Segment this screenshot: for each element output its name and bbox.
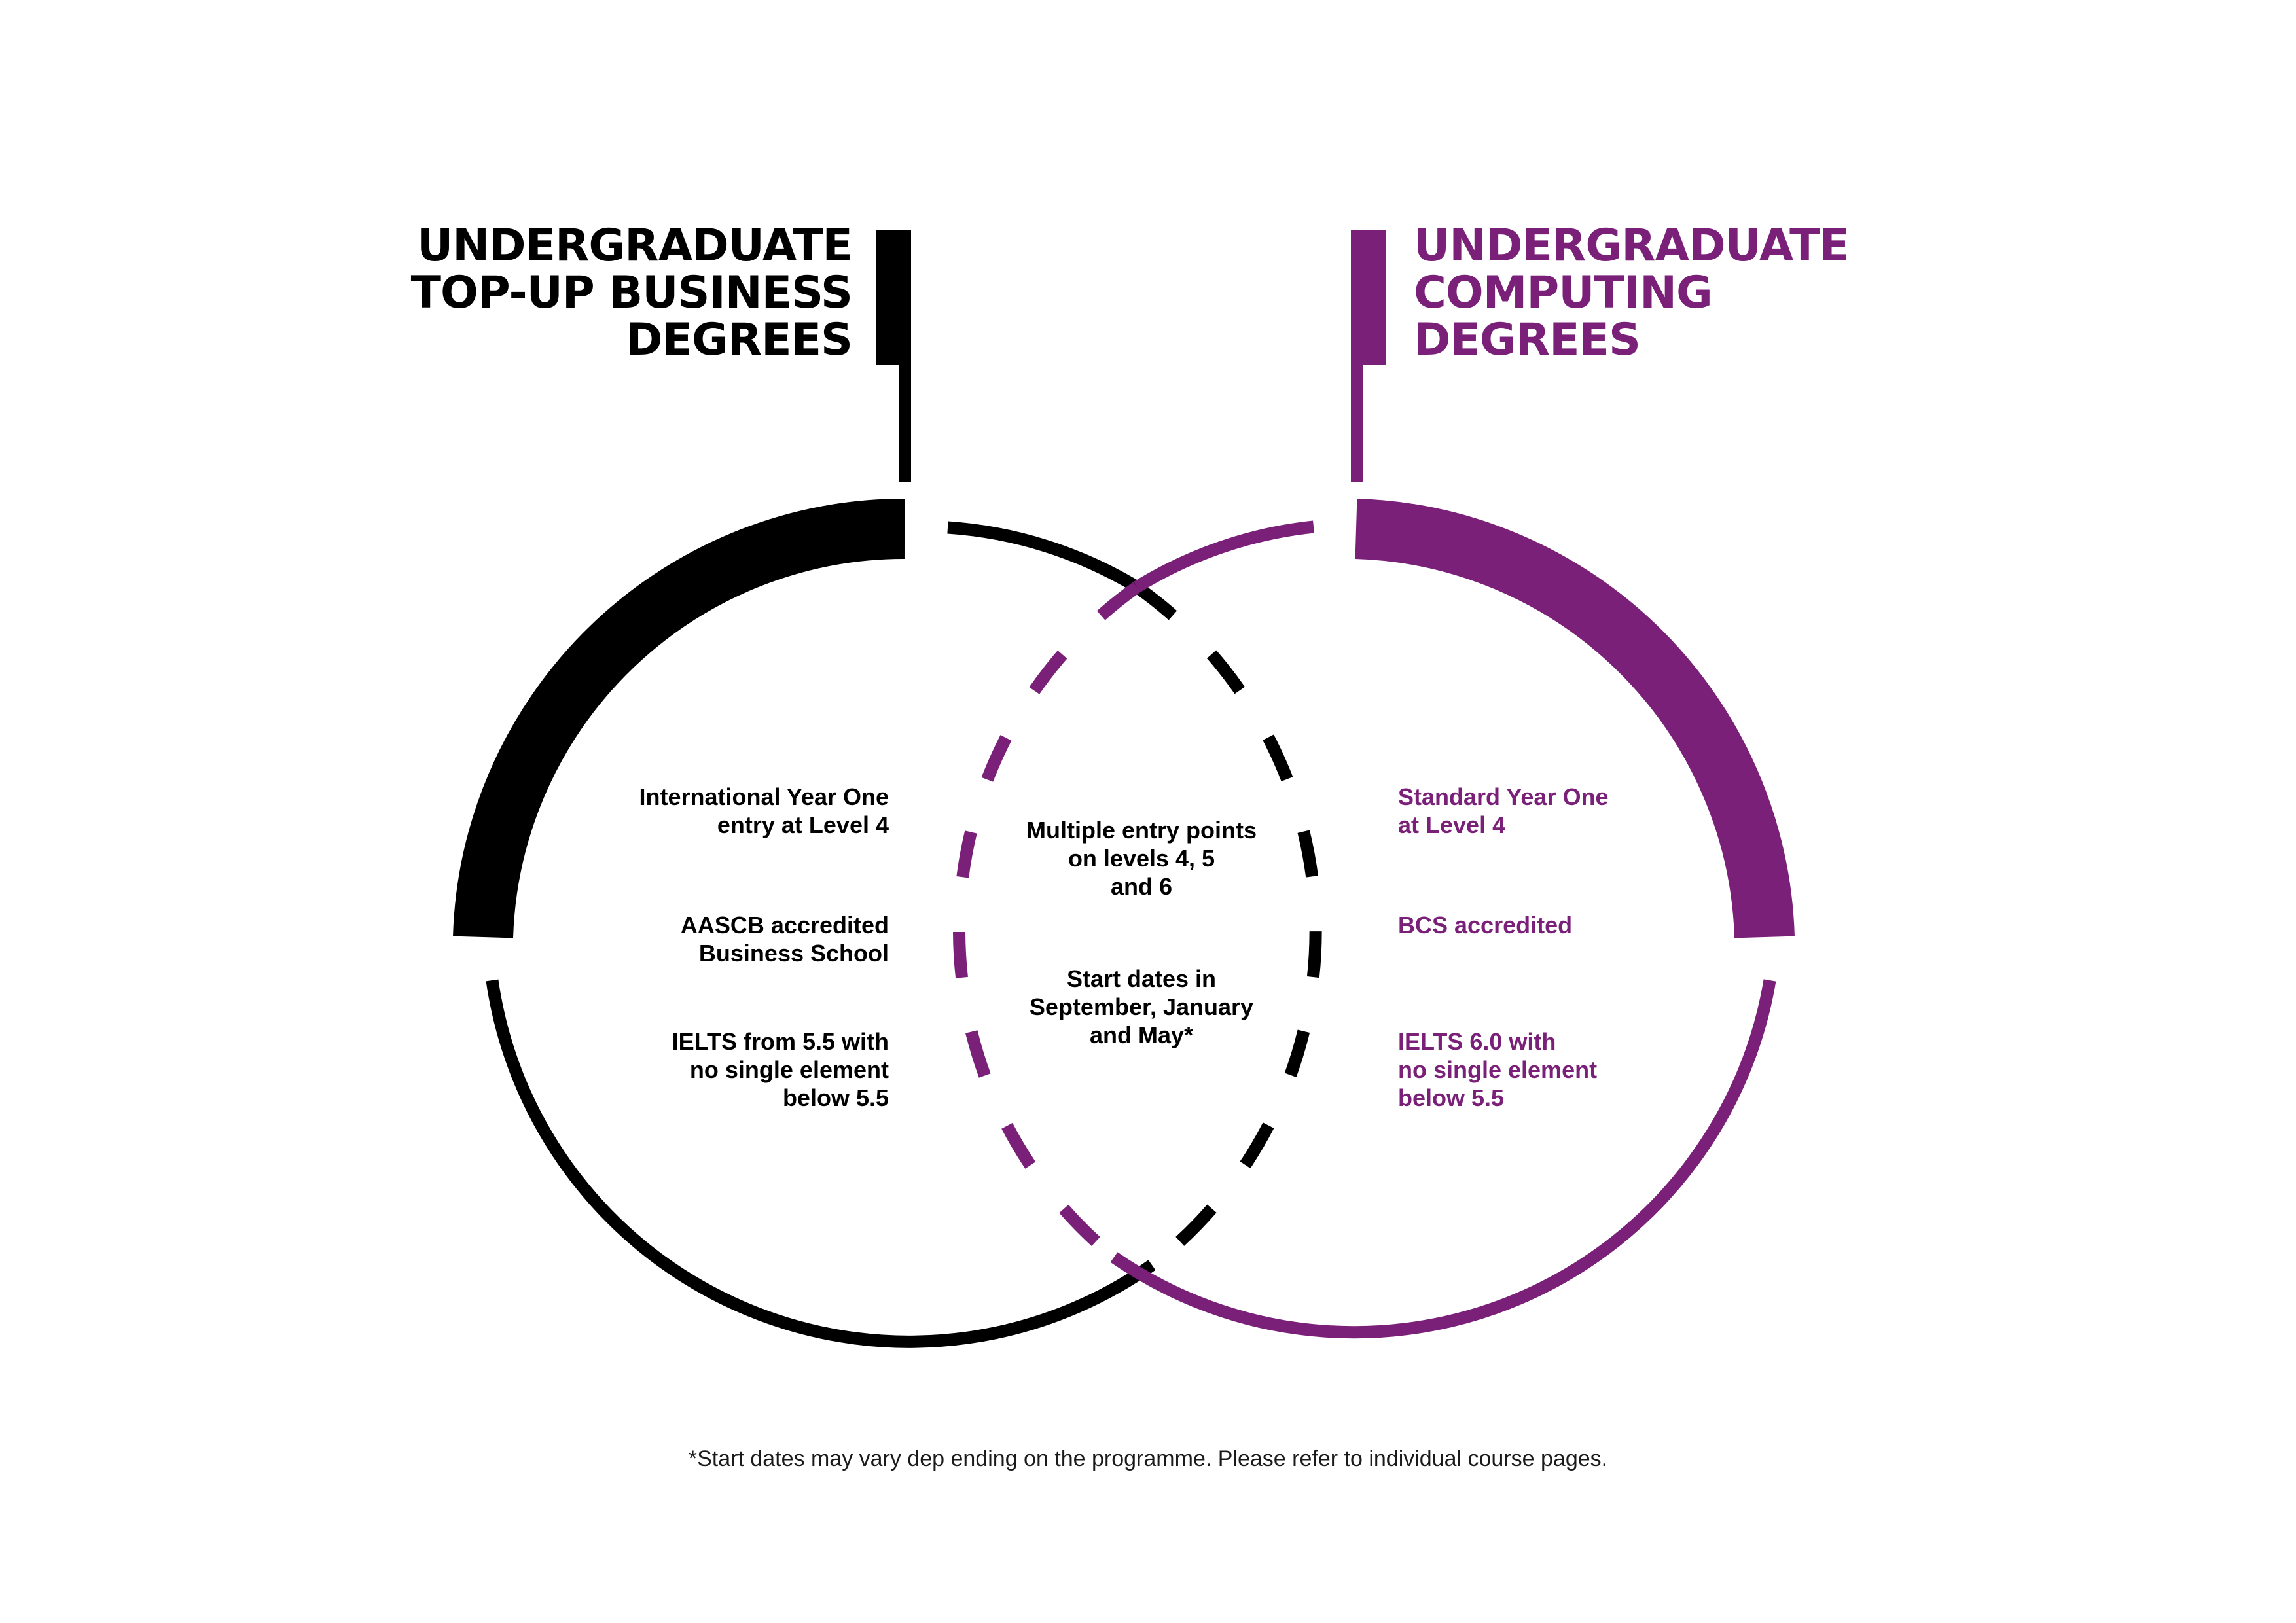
feature-line: on levels 4, 5 [1067,845,1215,872]
business-circle-bottom-arc [486,979,1156,1348]
computing-circle-bottom-arc [1110,979,1776,1339]
feature-line: no single element [1398,1056,1598,1083]
feature-line: entry at Level 4 [717,812,889,838]
start-dates-footnote: *Start dates may vary dep ending on the … [688,1446,1608,1471]
title-line: DEGREES [626,314,853,366]
computing-feature-accreditation: BCS accredited [1398,911,1572,939]
business-degrees-title: UNDERGRADUATE TOP-UP BUSINESS DEGREES [410,220,853,366]
computing-circle-dashed-arc [953,582,1141,1262]
title-line: COMPUTING [1414,267,1713,319]
feature-line: at Level 4 [1398,812,1506,838]
title-line: UNDERGRADUATE [417,220,853,272]
feature-line: below 5.5 [1398,1084,1505,1111]
computing-circle-top-arc [1134,520,1314,593]
computing-feature-year-one: Standard Year One at Level 4 [1398,783,1608,839]
computing-circle-thick-arc [1355,499,1795,938]
title-line: TOP-UP BUSINESS [410,267,853,319]
business-circle-thick-arc [453,499,905,938]
business-feature-ielts: IELTS from 5.5 with no single element be… [672,1027,889,1112]
feature-line: Start dates in [1066,965,1217,992]
feature-line: Standard Year One [1398,783,1609,810]
business-circle-dashed-arc [1133,582,1322,1270]
feature-line: Multiple entry points [1026,817,1257,844]
feature-line: International Year One [639,783,889,810]
feature-line: BCS accredited [1398,912,1573,938]
shared-feature-entry-points: Multiple entry points on levels 4, 5 and… [984,816,1299,901]
feature-line: IELTS 6.0 with [1398,1028,1556,1055]
title-line: DEGREES [1414,314,1641,366]
feature-line: below 5.5 [782,1084,889,1111]
business-circle [453,499,1322,1348]
business-feature-accreditation: AASCB accredited Business School [681,911,889,967]
title-line: UNDERGRADUATE [1414,220,1850,272]
shared-feature-start-dates: Start dates in September, January and Ma… [984,965,1299,1049]
business-circle-top-arc [947,521,1140,593]
feature-line: no single element [689,1056,889,1083]
computing-degrees-title: UNDERGRADUATE COMPUTING DEGREES [1414,220,1850,366]
feature-line: IELTS from 5.5 with [672,1028,889,1055]
computing-feature-ielts: IELTS 6.0 with no single element below 5… [1398,1027,1597,1112]
right-title-flag [1351,230,1386,482]
computing-circle [953,499,1795,1339]
feature-line: Business School [698,940,889,967]
feature-line: September, January [1029,993,1254,1020]
business-feature-year-one: International Year One entry at Level 4 [639,783,889,839]
feature-line: and 6 [1110,873,1173,900]
feature-line: and May* [1089,1022,1194,1048]
left-title-flag [876,230,911,482]
feature-line: AASCB accredited [680,912,889,938]
